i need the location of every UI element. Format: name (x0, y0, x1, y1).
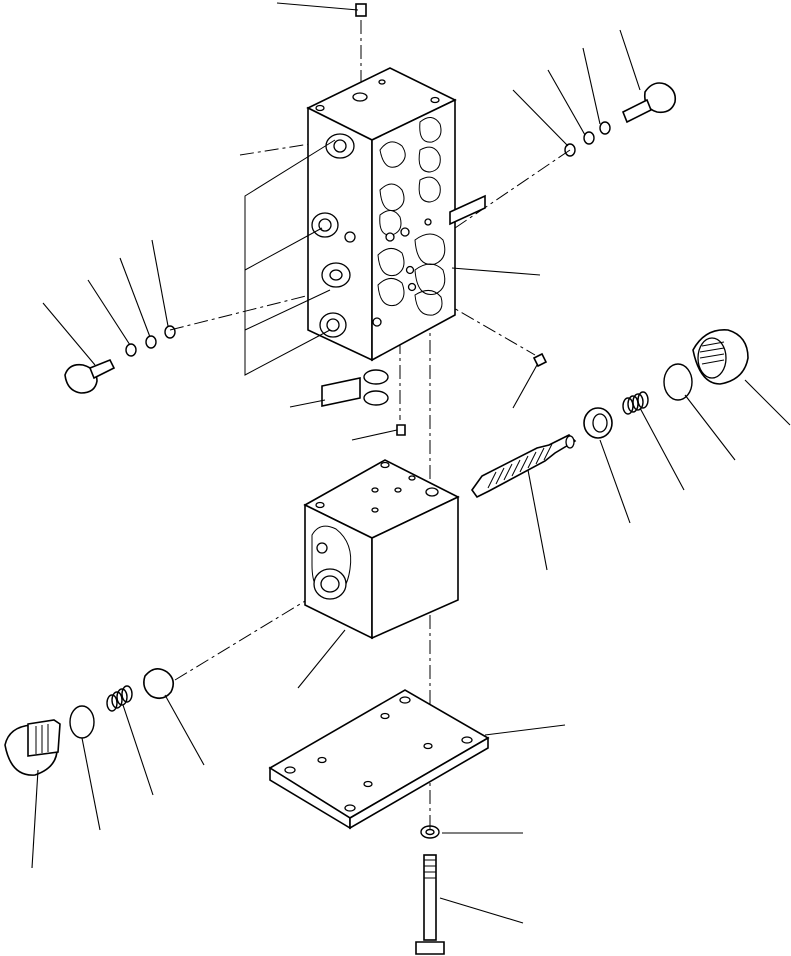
nameplate (321, 194, 486, 407)
upper-valve-block (306, 67, 457, 362)
tie-bolt (415, 854, 445, 955)
right-assembly (583, 329, 749, 439)
cover-plate (268, 689, 490, 830)
banjo-bolt-right (564, 82, 677, 157)
spring-left (106, 685, 133, 712)
washer (420, 825, 440, 839)
spool (471, 434, 577, 499)
side-plug (532, 352, 548, 368)
bottom-plug (396, 424, 406, 436)
port-bracket (244, 139, 336, 376)
spring-right (622, 391, 649, 415)
left-assembly (4, 668, 175, 776)
lower-valve-block (303, 459, 460, 640)
banjo-bolt-left (64, 325, 176, 394)
leader-lines (31, 2, 791, 924)
